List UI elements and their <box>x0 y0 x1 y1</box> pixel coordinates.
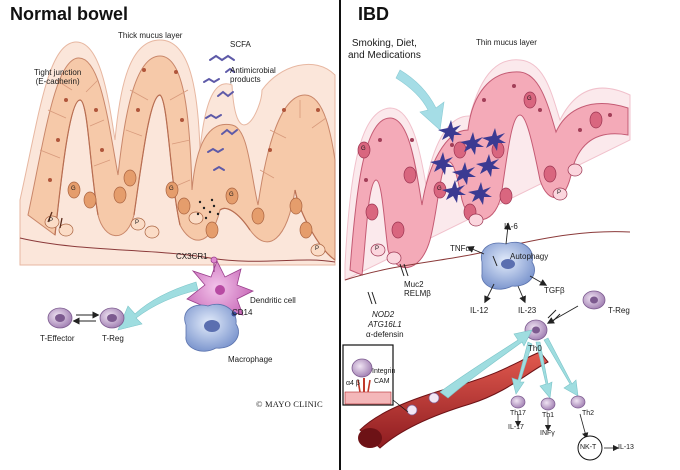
integrin-label: Integrin <box>372 368 396 375</box>
normal-bowel-title: Normal bowel <box>10 4 129 24</box>
th1-cell <box>540 397 556 411</box>
t-reg-cell-right <box>582 290 606 310</box>
th0-cell <box>524 319 548 341</box>
antimicrobial-dots <box>196 198 220 220</box>
tnfa-label: TNFα <box>450 244 471 253</box>
normal-mucosa <box>19 39 336 266</box>
paneth-letter: P <box>315 246 320 252</box>
thin-mucus-label: Thin mucus layer <box>476 38 537 47</box>
goblet-letter: G <box>527 96 532 102</box>
th-differentiation-arrows <box>511 337 579 399</box>
il17-label: IL-17 <box>508 424 524 431</box>
ibd-goblet-cells <box>357 91 603 239</box>
th0-label: Th0 <box>528 344 542 353</box>
t-reg-right-label: T-Reg <box>608 306 630 315</box>
cam-label: CAM <box>374 378 390 385</box>
t-effector-label: T-Effector <box>40 334 75 343</box>
vessel-to-th0-arrow <box>439 329 533 399</box>
smoking-diet-label: Smoking, Diet, and Medications <box>348 38 421 61</box>
macrophage <box>184 303 239 352</box>
nkt-cell <box>577 435 603 461</box>
ibd-title: IBD <box>358 4 389 24</box>
integrin-inset <box>342 344 409 413</box>
macrophage-label: Macrophage <box>228 355 273 364</box>
infg-label: INFγ <box>540 430 555 437</box>
normal-paneth-cells <box>44 211 326 257</box>
paneth-letter: P <box>49 218 54 224</box>
th1-label: Th1 <box>542 412 555 419</box>
il23-label: IL-23 <box>518 306 537 315</box>
goblet-letter: G <box>361 146 366 152</box>
blood-vessel <box>358 351 549 449</box>
th17-cell <box>510 395 526 409</box>
ibd-bacteria <box>430 120 506 205</box>
paneth-letter: P <box>557 190 562 196</box>
a4b-label: α4 β <box>346 380 360 387</box>
scfa-molecules <box>203 54 238 171</box>
muc2-label: Muc2 RELMβ <box>404 280 431 299</box>
il12-label: IL-12 <box>470 306 489 315</box>
thick-mucus-label: Thick mucus layer <box>118 31 183 40</box>
t-reg-left-label: T-Reg <box>102 334 124 343</box>
goblet-letter: G <box>437 186 442 192</box>
tight-junction-label: Tight junction (E-cadherin) <box>34 68 82 87</box>
il13-label: IL-13 <box>618 444 634 451</box>
goblet-letter: G <box>71 186 76 192</box>
dc-to-tcell-arrow <box>117 281 199 331</box>
th17-label: Th17 <box>510 410 526 417</box>
atg16l1-label: ATG16L1 <box>368 320 402 329</box>
tgfb-label: TGFβ <box>544 286 565 295</box>
nod2-label: NOD2 <box>372 310 395 319</box>
th2-label: Th2 <box>582 410 595 417</box>
il6-label: IL-6 <box>504 222 518 231</box>
paneth-letter: P <box>375 246 380 252</box>
ibd-macrophage <box>480 241 535 290</box>
autophagy-label: Autophagy <box>510 252 549 261</box>
copyright-label: © MAYO CLINIC <box>256 399 323 409</box>
cd14-label: CD14 <box>232 308 253 317</box>
normal-goblet-cells <box>67 169 313 239</box>
t-reg-cell-left <box>99 307 125 329</box>
th2-cell <box>570 395 586 409</box>
scfa-label: SCFA <box>230 40 251 49</box>
goblet-letter: G <box>229 192 234 198</box>
goblet-letter: G <box>169 186 174 192</box>
dendritic-cell-label: Dendritic cell <box>250 296 296 305</box>
antimicrobial-label: Antimicrobial products <box>230 66 276 85</box>
t-effector-cell <box>47 307 73 329</box>
cx3cr1-label: CX3CR1 <box>176 252 208 261</box>
environment-arrow <box>395 69 445 131</box>
nkt-label: NK-T <box>580 444 597 451</box>
defensin-label: α-defensin <box>366 330 404 339</box>
paneth-letter: P <box>135 220 140 226</box>
